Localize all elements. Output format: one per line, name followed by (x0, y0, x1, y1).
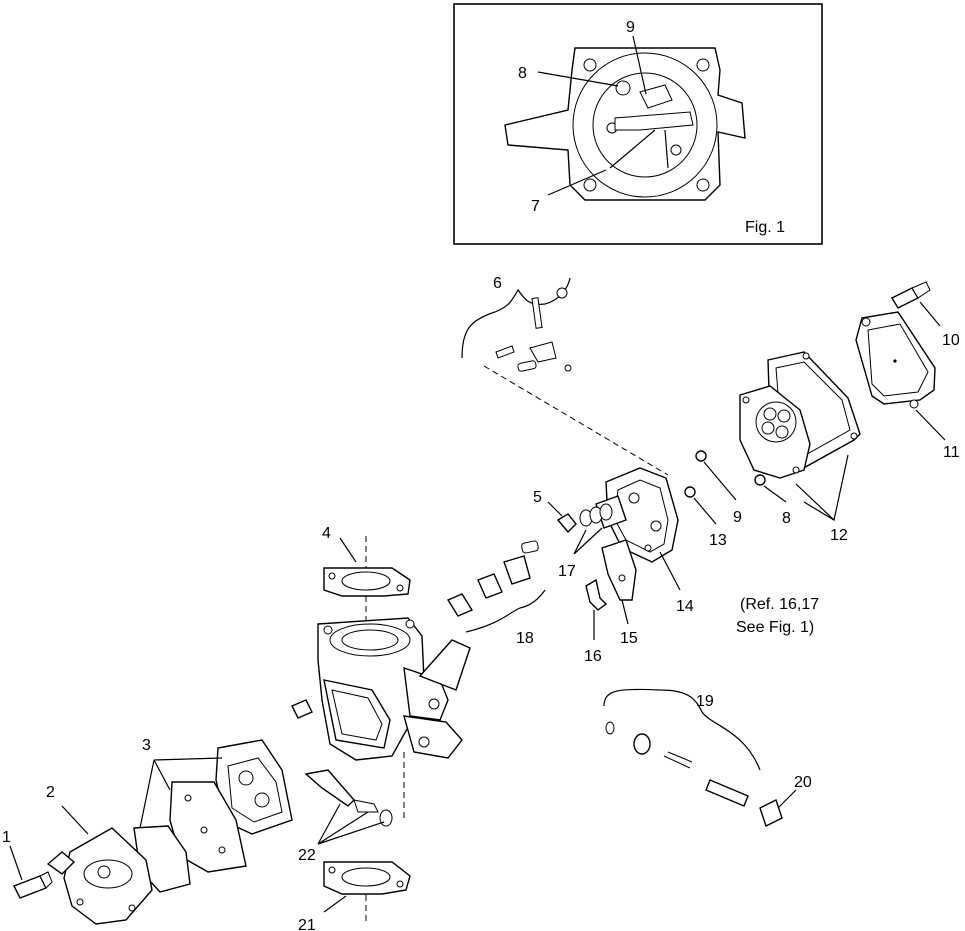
callout-16: 16 (584, 648, 602, 665)
callout-8b: 8 (782, 510, 791, 527)
callout-9b: 9 (733, 509, 742, 526)
inset-figure-1 (453, 3, 823, 245)
callout-19: 19 (696, 693, 714, 710)
pump-body-14 (595, 467, 679, 563)
screw-13 (684, 486, 696, 498)
needle-valve-22 (304, 769, 393, 827)
kit-19-parts (603, 688, 761, 807)
callout-9: 9 (626, 19, 635, 36)
callout-1: 1 (2, 829, 11, 846)
reference-note-line2: See Fig. 1) (736, 619, 814, 636)
callout-7: 7 (531, 198, 540, 215)
screw-1 (13, 871, 53, 899)
callout-2: 2 (46, 784, 55, 801)
pump-cover-11 (855, 311, 936, 409)
gasket-4 (323, 567, 411, 597)
springs-17 (579, 503, 613, 527)
screw-8 (754, 474, 766, 486)
cap-20 (759, 799, 783, 827)
inset-caption: Fig. 1 (745, 219, 785, 236)
callout-8: 8 (518, 65, 527, 82)
callout-6: 6 (493, 275, 502, 292)
lever-15 (601, 539, 637, 601)
carburetor-body (291, 617, 471, 761)
arm-16 (585, 578, 608, 611)
diaphragm-12 (739, 385, 811, 479)
gaskets-3 (133, 739, 293, 893)
callout-22: 22 (298, 847, 316, 864)
throttle-parts-18 (446, 540, 546, 633)
screw-9 (695, 450, 707, 462)
callout-5: 5 (533, 489, 542, 506)
callout-21: 21 (298, 917, 316, 931)
screw-10 (891, 281, 931, 309)
kit-6-parts (461, 277, 572, 372)
callout-17: 17 (558, 563, 576, 580)
callout-13: 13 (709, 532, 727, 549)
callout-10: 10 (942, 332, 960, 349)
callout-11: 11 (943, 444, 960, 461)
callout-15: 15 (620, 630, 638, 647)
callout-14: 14 (676, 598, 694, 615)
reference-note-line1: (Ref. 16,17 (740, 596, 819, 613)
callout-20: 20 (794, 774, 812, 791)
callout-3: 3 (142, 737, 151, 754)
plug-5 (556, 513, 577, 534)
callout-12: 12 (830, 527, 848, 544)
pump-cover-2 (46, 827, 153, 925)
callout-4: 4 (322, 525, 331, 542)
gasket-21 (323, 861, 411, 895)
callout-18: 18 (516, 630, 534, 647)
